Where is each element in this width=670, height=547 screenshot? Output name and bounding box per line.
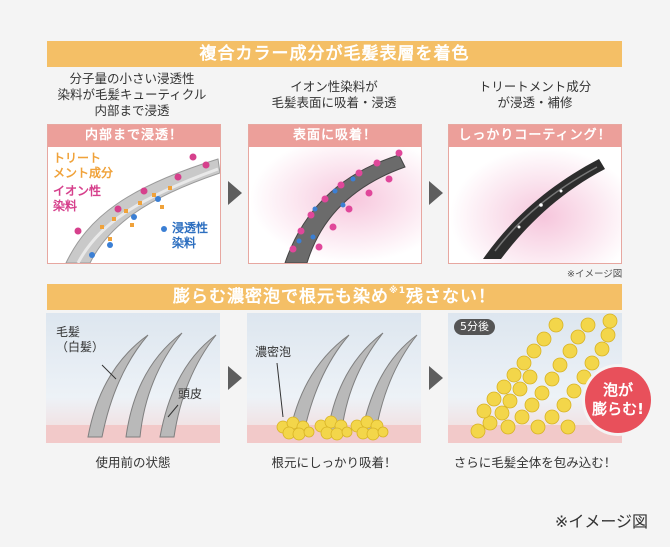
- section1-title: 複合カラー成分が毛髪表層を着色: [199, 44, 470, 64]
- step1-panel: 内部まで浸透！ トリート メント成分: [47, 124, 221, 264]
- step2-heading: 表面に吸着！: [249, 125, 421, 147]
- treatment-label-line: メント成分: [53, 166, 114, 180]
- penetrating-dye-label-line: 浸透性: [172, 221, 209, 235]
- penetrating-dye-label: 浸透性 染料: [172, 221, 208, 251]
- step3-desc-line: が浸透・補修: [497, 95, 573, 110]
- section1-image-note: ※イメージ図: [567, 269, 623, 280]
- hair-label-line: （白髪）: [56, 340, 105, 354]
- before-use-panel: 毛髪 （白髪） 頭皮: [46, 313, 220, 443]
- step1-description: 分子量の小さい浸透性 染料が毛髪キューティクル 内部まで浸透: [42, 71, 222, 119]
- foam-adsorb-panel: 濃密泡: [247, 313, 421, 443]
- scalp-label: 頭皮: [178, 387, 203, 401]
- treatment-label-line: トリート: [53, 151, 102, 165]
- foam-adsorb-caption: 根元にしっかり吸着！: [271, 455, 397, 470]
- section2-title: 膨らむ濃密泡で根元も染め: [172, 287, 389, 307]
- arrow-right-icon: [429, 181, 443, 205]
- hair-on-scalp-illustration: [46, 332, 220, 443]
- foam-expands-text: 泡が 膨らむ!: [592, 381, 644, 419]
- hair-label-line: 毛髪: [56, 325, 81, 339]
- arrow-right-icon: [228, 366, 242, 390]
- coated-hair-illustration: [483, 159, 605, 259]
- step3-panel: しっかりコーティング！: [448, 124, 622, 264]
- section2-title-banner: 膨らむ濃密泡で根元も染め※1残さない！: [47, 284, 622, 310]
- section2-title-tail: 残さない！: [406, 287, 496, 307]
- before-use-caption: 使用前の状態: [95, 455, 171, 470]
- ionic-dye-label-line: 染料: [53, 199, 78, 213]
- step1-desc-line: 染料が毛髪キューティクル: [57, 87, 207, 102]
- step2-description: イオン性染料が 毛髪表面に吸着・浸透: [244, 79, 424, 111]
- foam-expands-burst: 泡が 膨らむ!: [585, 367, 651, 433]
- step2-desc-line: イオン性染料が: [290, 79, 378, 94]
- step3-heading: しっかりコーティング！: [449, 125, 621, 147]
- section1-title-banner: 複合カラー成分が毛髪表層を着色: [47, 41, 622, 67]
- step1-heading: 内部まで浸透！: [48, 125, 220, 147]
- hair-strand-adsorption-illustration: [284, 149, 406, 263]
- foam-expand-caption: さらに毛髪全体を包み込む！: [453, 455, 617, 470]
- penetrating-dye-label-line: 染料: [172, 236, 197, 250]
- ionic-dye-label-line: イオン性: [53, 184, 102, 198]
- burst-line: 膨らむ!: [592, 400, 644, 418]
- step2-illustration: [249, 147, 421, 263]
- step3-description: トリートメント成分 が浸透・補修: [445, 79, 625, 111]
- ionic-dye-label: イオン性 染料: [53, 184, 101, 214]
- arrow-right-icon: [228, 181, 242, 205]
- hair-label: 毛髪 （白髪）: [56, 325, 104, 355]
- step2-desc-line: 毛髪表面に吸着・浸透: [271, 95, 397, 110]
- section2-title-footnote-mark: ※1: [388, 286, 406, 296]
- expanded-foam-illustration: [448, 313, 622, 443]
- step1-desc-line: 内部まで浸透: [94, 103, 170, 118]
- hair-cross-section-illustration: [65, 153, 220, 263]
- step2-panel: 表面に吸着！: [248, 124, 422, 264]
- step3-illustration: [449, 147, 621, 263]
- step3-desc-line: トリートメント成分: [478, 79, 592, 94]
- arrow-right-icon: [429, 366, 443, 390]
- burst-line: 泡が: [602, 381, 633, 399]
- foam-label: 濃密泡: [255, 345, 292, 359]
- footer-image-note: ※イメージ図: [554, 512, 648, 531]
- foam-at-roots-illustration: [247, 332, 421, 443]
- step1-illustration: トリート メント成分 イオン性 染料 浸透性 染料: [48, 147, 220, 263]
- five-minutes-later-badge: 5分後: [454, 319, 495, 335]
- treatment-label: トリート メント成分: [53, 151, 113, 181]
- step1-desc-line: 分子量の小さい浸透性: [69, 71, 195, 86]
